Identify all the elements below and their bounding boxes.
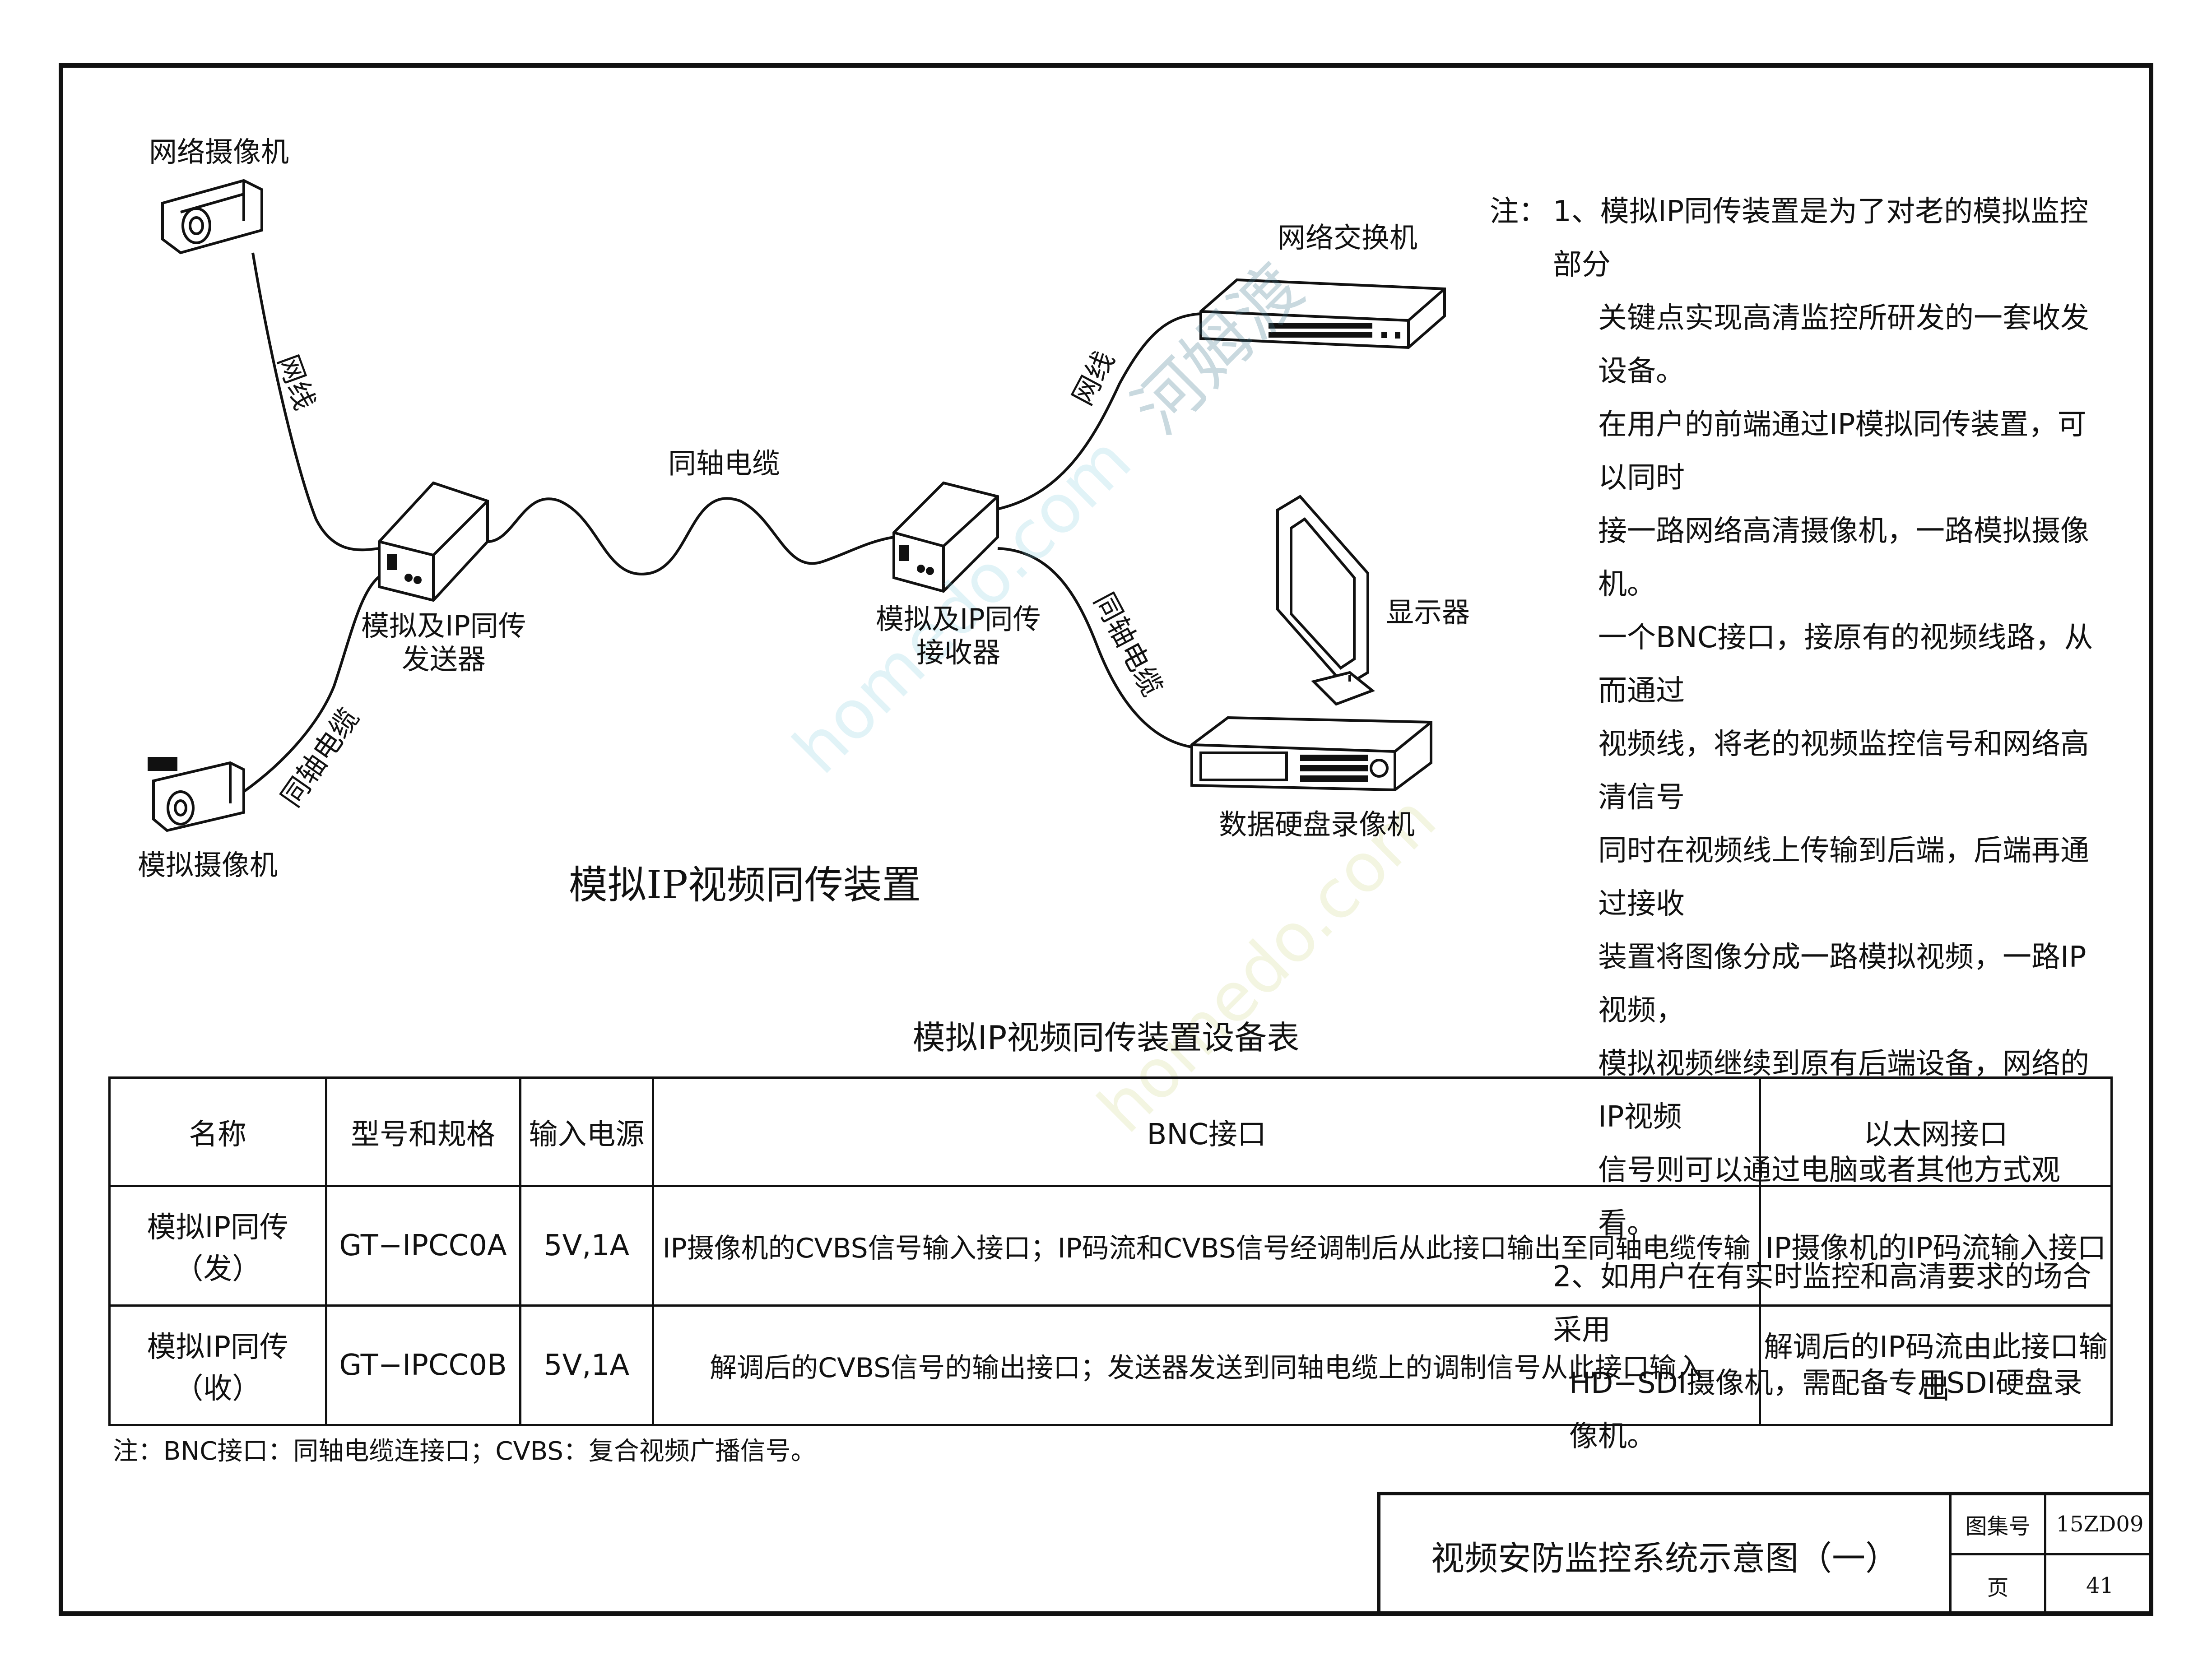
coax-cable-main bbox=[487, 497, 894, 575]
table-row: 模拟IP同传（发） GT−IPCC0A 5V,1A IP摄像机的CVBS信号输入… bbox=[108, 1185, 2113, 1307]
cell-power: 5V,1A bbox=[519, 1304, 655, 1426]
label-dvr: 数据硬盘录像机 bbox=[1219, 808, 1415, 841]
cell-bnc: IP摄像机的CVBS信号输入接口；IP码流和CVBS信号经调制后从此接口输出至同… bbox=[652, 1185, 1761, 1307]
label-receiver: 模拟及IP同传 接收器 bbox=[876, 603, 1041, 669]
cell-model: GT−IPCC0B bbox=[325, 1304, 521, 1426]
cell-power: 5V,1A bbox=[519, 1185, 655, 1307]
header-power: 输入电源 bbox=[519, 1076, 655, 1187]
label-analog-camera: 模拟摄像机 bbox=[138, 849, 278, 881]
page-label: 页 bbox=[1952, 1555, 2046, 1616]
cell-model: GT−IPCC0A bbox=[325, 1185, 521, 1307]
receiver-box-icon bbox=[892, 481, 999, 593]
label-coax-main: 同轴电缆 bbox=[668, 447, 781, 480]
page-number: 41 bbox=[2086, 1573, 2114, 1598]
table-footnote: 注：BNC接口：同轴电缆连接口；CVBS：复合视频广播信号。 bbox=[113, 1437, 816, 1466]
cell-ethernet: 解调后的IP码流由此接口输出 bbox=[1759, 1304, 2113, 1426]
notes-prefix: 注： bbox=[1490, 195, 1547, 228]
network-switch-icon bbox=[1199, 278, 1446, 349]
atlas-number: 15ZD09 bbox=[2046, 1495, 2153, 1555]
atlas-label: 图集号 bbox=[1952, 1495, 2046, 1555]
note-line: 接一路网络高清摄像机，一路模拟摄像机。 bbox=[1598, 515, 2089, 601]
title-block: 视频安防监控系统示意图（一） 图集号 15ZD09 页 41 bbox=[1377, 1492, 2153, 1616]
note-line: 一个BNC接口，接原有的视频线路，从而通过 bbox=[1598, 621, 2093, 708]
network-camera-icon bbox=[161, 179, 263, 255]
dvr-icon bbox=[1190, 716, 1432, 792]
label-network-switch: 网络交换机 bbox=[1278, 221, 1418, 254]
drawing-frame bbox=[59, 63, 2153, 1616]
note-line: 关键点实现高清监控所研发的一套收发设备。 bbox=[1598, 302, 2089, 388]
header-model: 型号和规格 bbox=[325, 1076, 521, 1187]
cell-name: 模拟IP同传（发） bbox=[108, 1185, 327, 1307]
coax-cable-dvr bbox=[997, 547, 1192, 748]
drawing-title: 视频安防监控系统示意图（一） bbox=[1431, 1539, 1899, 1578]
label-network-camera: 网络摄像机 bbox=[149, 135, 289, 168]
note-line: 1、模拟IP同传装置是为了对老的模拟监控部分 bbox=[1553, 195, 2089, 282]
cell-ethernet: IP摄像机的IP码流输入接口 bbox=[1759, 1185, 2113, 1307]
analog-camera-icon bbox=[148, 757, 245, 832]
label-transmitter: 模拟及IP同传 发送器 bbox=[361, 609, 526, 676]
header-name: 名称 bbox=[108, 1076, 327, 1187]
transmitter-box-icon bbox=[378, 481, 489, 602]
cell-name: 模拟IP同传（收） bbox=[108, 1304, 327, 1426]
coax-cable-analog bbox=[225, 572, 385, 805]
label-display: 显示器 bbox=[1386, 596, 1470, 629]
diagram-title: 模拟IP视频同传装置 bbox=[569, 863, 921, 908]
table-header-row: 名称 型号和规格 输入电源 BNC接口 以太网接口 bbox=[108, 1076, 2113, 1187]
header-ethernet: 以太网接口 bbox=[1759, 1076, 2113, 1187]
display-icon bbox=[1276, 495, 1375, 706]
cell-bnc: 解调后的CVBS信号的输出接口；发送器发送到同轴电缆上的调制信号从此接口输入 bbox=[652, 1304, 1761, 1426]
note-line: 同时在视频线上传输到后端，后端再通过接收 bbox=[1598, 834, 2089, 921]
equipment-table: 名称 型号和规格 输入电源 BNC接口 以太网接口 模拟IP同传（发） GT−I… bbox=[108, 1076, 2113, 1426]
net-cable-switch bbox=[993, 312, 1201, 511]
title-block-grid: 图集号 15ZD09 页 41 bbox=[1949, 1495, 2153, 1616]
table-title: 模拟IP视频同传装置设备表 bbox=[912, 1019, 1300, 1057]
note-line: 装置将图像分成一路模拟视频，一路IP视频， bbox=[1598, 941, 2087, 1027]
header-bnc: BNC接口 bbox=[652, 1076, 1761, 1187]
table-row: 模拟IP同传（收） GT−IPCC0B 5V,1A 解调后的CVBS信号的输出接… bbox=[108, 1304, 2113, 1426]
note-line: 视频线，将老的视频监控信号和网络高清信号 bbox=[1598, 728, 2089, 814]
note-line: 在用户的前端通过IP模拟同传装置，可以同时 bbox=[1598, 408, 2087, 495]
net-cable-camera bbox=[251, 252, 380, 552]
